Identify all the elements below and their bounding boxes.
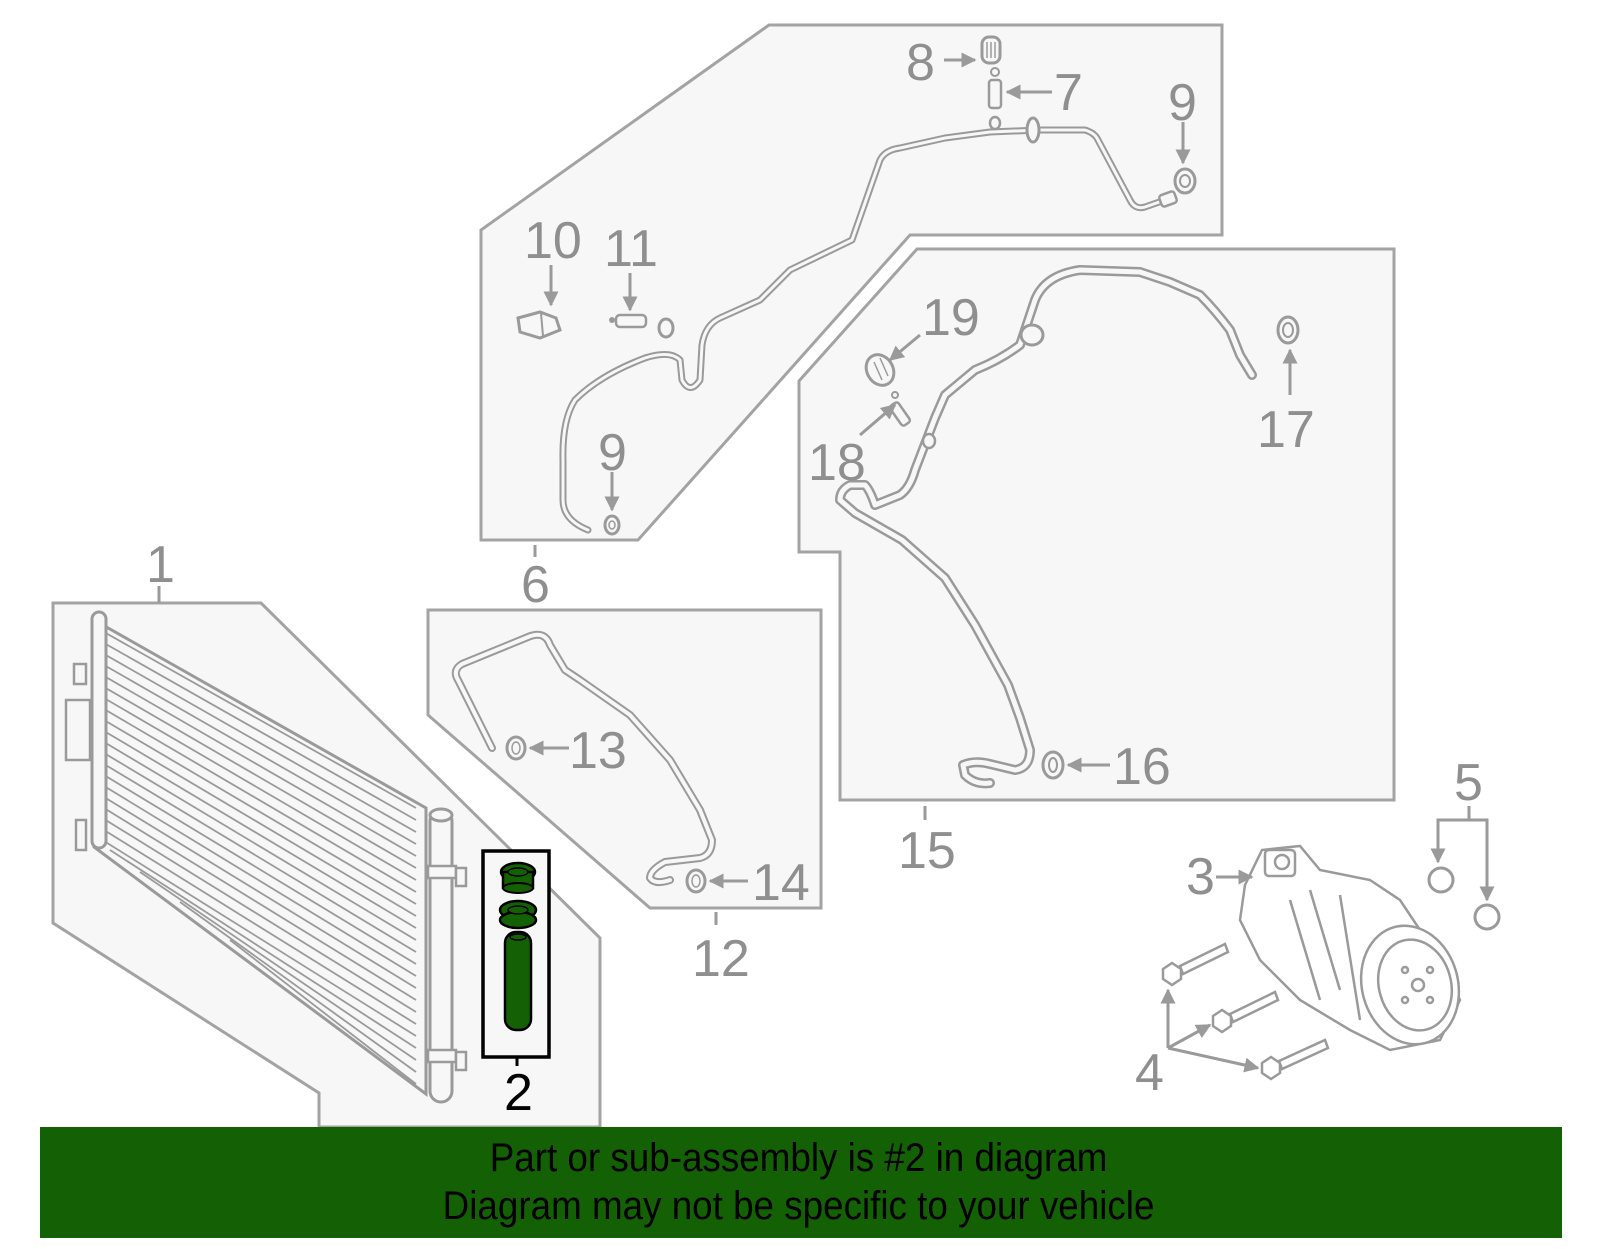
callout-8: 8 <box>906 34 935 92</box>
bracket-icon <box>1019 323 1045 347</box>
compressor-group <box>1160 806 1501 1081</box>
callout-labels: 1 2 3 4 5 6 7 8 9 9 10 11 12 13 14 15 16… <box>146 34 1483 1122</box>
callout-2[interactable]: 2 <box>504 1064 533 1122</box>
bolt-4c-icon <box>1260 1038 1330 1081</box>
callout-9b: 9 <box>598 424 627 482</box>
bolt-4a-icon <box>1161 942 1230 987</box>
oring-9a-icon <box>1173 167 1197 195</box>
callout-19: 19 <box>922 289 980 347</box>
callout-4: 4 <box>1135 1044 1164 1102</box>
callout-7: 7 <box>1054 64 1083 122</box>
clamp-icon <box>1025 116 1041 144</box>
callout-16: 16 <box>1113 738 1171 796</box>
oring-9b-icon <box>603 514 621 536</box>
callout-10: 10 <box>524 212 582 270</box>
callout-6: 6 <box>521 556 550 614</box>
pressure-switch-10-icon <box>516 310 562 340</box>
callout-18: 18 <box>808 434 866 492</box>
fitting-right-icon <box>1158 190 1178 208</box>
callout-13: 13 <box>569 722 627 780</box>
condenser-icon <box>64 610 468 1104</box>
dowel-5b-icon <box>1473 903 1501 931</box>
callout-17: 17 <box>1257 401 1315 459</box>
callout-5: 5 <box>1454 754 1483 812</box>
cap-8-icon <box>980 35 1002 65</box>
part-info-banner: Part or sub-assembly is #2 in diagram Di… <box>40 1127 1562 1238</box>
callout-9a: 9 <box>1168 74 1197 132</box>
bolt-4b-icon <box>1211 990 1280 1034</box>
highlighted-part-2[interactable] <box>481 849 551 1066</box>
callout-1: 1 <box>146 536 175 594</box>
callout-14: 14 <box>752 854 810 912</box>
oring-17-icon <box>1276 315 1300 345</box>
callout-3: 3 <box>1186 848 1215 906</box>
banner-line-part: Part or sub-assembly is #2 in diagram <box>489 1136 1108 1180</box>
callout-15: 15 <box>898 822 956 880</box>
oring-13-icon <box>505 735 527 761</box>
drier-plug-icon <box>499 861 537 894</box>
panel-group-12 <box>426 608 823 925</box>
valve-core-7-icon <box>987 67 1003 131</box>
dowel-5a-icon <box>1427 866 1455 894</box>
callout-12: 12 <box>692 930 750 988</box>
panel-group-15 <box>797 247 1396 820</box>
panel-group-6 <box>479 23 1224 557</box>
oring-16-icon <box>1041 750 1065 780</box>
oring-14-icon <box>685 868 707 894</box>
drier-seal-icon <box>498 899 538 930</box>
compressor-icon <box>1238 844 1462 1052</box>
panel-group-1 <box>51 586 602 1129</box>
callout-11: 11 <box>604 220 658 278</box>
banner-line-disclaimer: Diagram may not be specific to your vehi… <box>442 1184 1155 1228</box>
drier-cartridge-icon <box>503 930 533 1032</box>
cap-19-icon <box>864 353 896 387</box>
valve-11-icon <box>609 313 675 339</box>
